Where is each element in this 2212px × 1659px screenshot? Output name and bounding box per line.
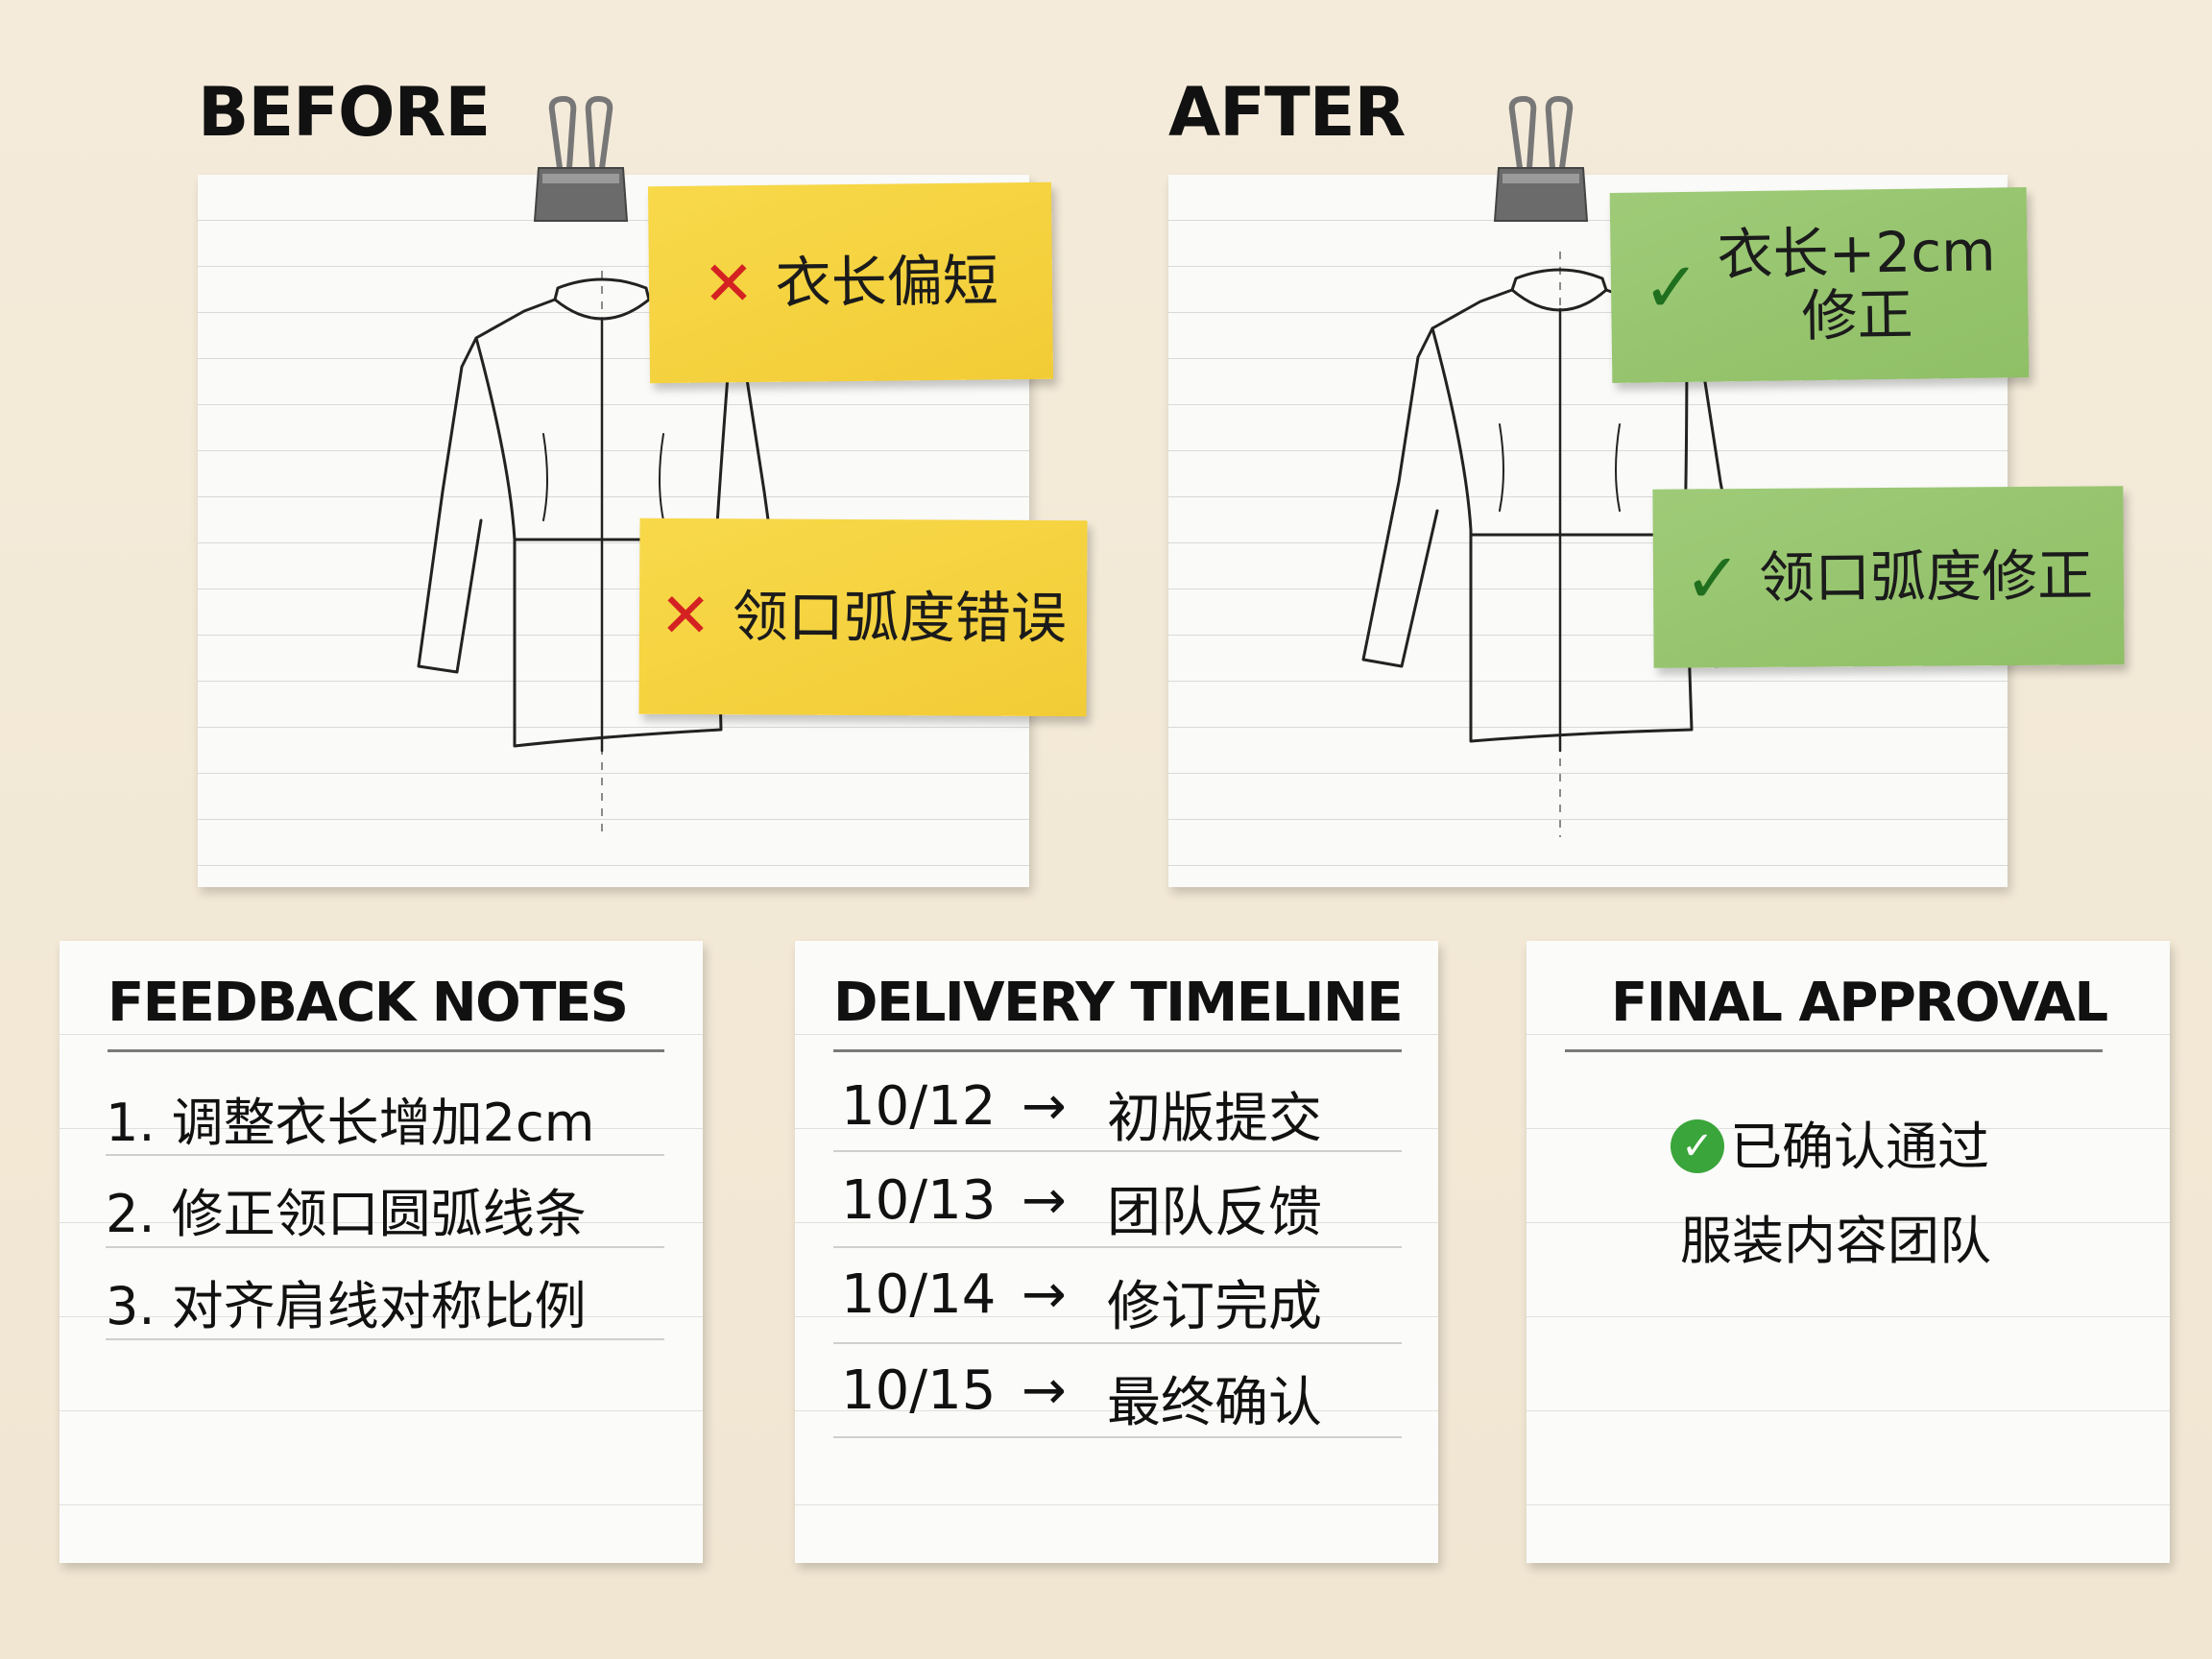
binder-clip-icon [1493,95,1589,222]
row-divider [833,1246,1402,1248]
right-arrow-icon: → [1022,1075,1067,1138]
final-approval-title: FINAL APPROVAL [1611,972,2108,1034]
feedback-item: 2. 修正领口圆弧线条 [106,1184,587,1244]
after-note-neckline: ✓ 领口弧度修正 [1652,486,2125,668]
feedback-notes-card: FEEDBACK NOTES 1. 调整衣长增加2cm 2. 修正领口圆弧线条 … [60,941,703,1563]
after-heading: AFTER [1168,73,1406,152]
timeline-event: 团队反馈 [1107,1182,1322,1244]
check-circle-icon: ✓ [1671,1119,1724,1174]
after-note-length-line2: 修正 [1801,281,1914,349]
before-heading: BEFORE [198,73,491,152]
card-divider [833,1049,1402,1052]
timeline-date: 10/15 [841,1359,997,1422]
cross-icon: ✕ [659,580,711,653]
final-approval-card: FINAL APPROVAL ✓已确认通过 服装内容团队 [1527,941,2170,1563]
row-divider [106,1246,664,1248]
card-divider [108,1049,664,1052]
row-divider [833,1150,1402,1152]
timeline-event: 最终确认 [1107,1372,1322,1434]
row-divider [106,1338,664,1340]
approval-status-text: 已确认通过 [1730,1117,1989,1177]
right-arrow-icon: → [1022,1359,1067,1422]
delivery-timeline-card: DELIVERY TIMELINE 10/12 → 初版提交 10/13 → 团… [795,941,1438,1563]
timeline-date: 10/13 [841,1169,997,1232]
timeline-date: 10/14 [841,1263,997,1326]
feedback-notes-title: FEEDBACK NOTES [108,972,629,1034]
timeline-date: 10/12 [841,1075,997,1138]
approval-team: 服装内容团队 [1680,1211,1991,1271]
after-note-length-text: 衣长+2cm 修正 [1717,218,1997,349]
after-note-neckline-text: 领口弧度修正 [1758,542,2094,611]
right-arrow-icon: → [1022,1169,1067,1232]
row-divider [106,1154,664,1156]
binder-clip-icon [533,95,629,222]
check-icon: ✓ [1642,246,1701,328]
right-arrow-icon: → [1022,1263,1067,1326]
before-note-length: ✕ 衣长偏短 [647,181,1054,384]
cross-icon: ✕ [702,248,756,321]
check-icon: ✓ [1683,538,1743,619]
after-note-length-line1: 衣长+2cm [1717,218,1997,288]
feedback-item: 3. 对齐肩线对称比例 [106,1276,587,1336]
after-note-length: ✓ 衣长+2cm 修正 [1609,186,2030,384]
row-divider [833,1436,1402,1438]
timeline-event: 修订完成 [1107,1276,1322,1338]
card-divider [1565,1049,2103,1052]
timeline-event: 初版提交 [1107,1088,1322,1150]
feedback-item: 1. 调整衣长增加2cm [106,1093,595,1153]
delivery-timeline-title: DELIVERY TIMELINE [833,972,1404,1034]
before-note-neckline-text: 领口弧度错误 [732,583,1067,651]
row-divider [833,1342,1402,1344]
before-note-neckline: ✕ 领口弧度错误 [638,517,1088,717]
approval-status: ✓已确认通过 [1671,1104,1989,1180]
before-note-length-text: 衣长偏短 [775,248,999,316]
